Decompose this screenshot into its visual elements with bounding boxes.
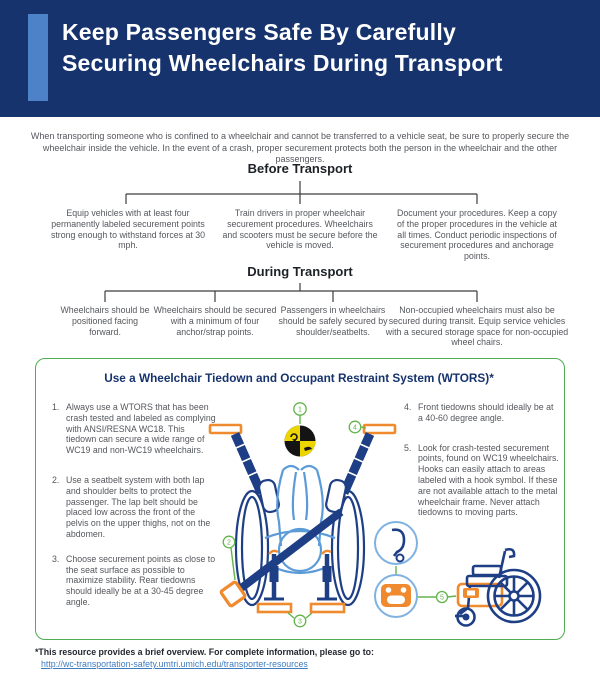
callout-5: 5 [418, 590, 457, 604]
during-transport-heading: During Transport [247, 264, 353, 279]
wtors-step-2: 2. Use a seatbelt system with both lap a… [52, 475, 216, 540]
lap-belt-strap [219, 508, 344, 608]
intro-text: When transporting someone who is confine… [30, 131, 570, 164]
svg-text:1: 1 [298, 407, 302, 414]
wtors-title: Use a Wheelchair Tiedown and Occupant Re… [104, 371, 494, 385]
front-tiedown-straps [256, 549, 346, 614]
during-item-2: Wheelchairs should be secured with a min… [153, 305, 277, 337]
footer-note: *This resource provides a brief overview… [35, 647, 374, 657]
before-item-3: Document your procedures. Keep a copy of… [397, 208, 557, 262]
wheelchair-front-illustration: 1 [208, 402, 397, 628]
wtors-step-3: 3. Choose securement points as close to … [52, 554, 216, 608]
during-transport-tree-diagram [104, 283, 478, 302]
wtors-step-1-text: Always use a WTORS that has been crash t… [66, 402, 216, 456]
callout-4: 4 [348, 420, 367, 434]
header-banner: Keep Passengers Safe By Carefully Securi… [0, 0, 600, 117]
wtors-step-1-number: 1. [52, 402, 60, 412]
wheelchair-wheels [234, 489, 366, 607]
wtors-step-5-number: 5. [404, 442, 412, 453]
during-item-4: Non-occupied wheelchairs must also be se… [385, 305, 569, 348]
page-title-line2: Securing Wheelchairs During Transport [62, 50, 503, 76]
during-item-1: Wheelchairs should be positioned facing … [60, 305, 150, 337]
wtors-step-4-number: 4. [404, 402, 412, 412]
hook-icon [374, 521, 418, 565]
before-transport-heading: Before Transport [247, 161, 353, 176]
before-transport-tree-diagram [125, 181, 478, 204]
wtors-step-5: 5. Look for crash-tested securement poin… [404, 443, 560, 519]
hook-label-icon [374, 574, 418, 618]
header-accent-bar [28, 14, 48, 101]
wtors-step-4: 4. Front tiedowns should ideally be at a… [404, 402, 560, 424]
callout-2: 2 [222, 535, 236, 581]
svg-text:2: 2 [227, 540, 231, 547]
wtors-step-2-number: 2. [52, 474, 60, 485]
wtors-right-column: 4. Front tiedowns should ideally be at a… [404, 402, 560, 518]
svg-text:4: 4 [353, 425, 357, 432]
callout-3: 3 [287, 612, 313, 628]
before-item-2: Train drivers in proper wheelchair secur… [222, 208, 378, 251]
wheelchair-armrests [258, 478, 347, 514]
wtors-step-5-text: Look for crash-tested securement points,… [418, 442, 559, 518]
wtors-step-4-text: Front tiedowns should ideally be at a 40… [418, 402, 554, 423]
crash-test-dummy-icon [284, 425, 316, 457]
page-title-line1: Keep Passengers Safe By Carefully [62, 19, 456, 45]
wtors-step-1: 1. Always use a WTORS that has been cras… [52, 402, 216, 456]
svg-text:5: 5 [440, 595, 444, 602]
wheelchair-side-icon [455, 547, 542, 627]
wtors-step-3-text: Choose securement points as close to the… [66, 553, 216, 607]
callout-1: 1 [293, 402, 307, 424]
wtors-step-3-number: 3. [52, 553, 60, 564]
wtors-left-column: 1. Always use a WTORS that has been cras… [52, 402, 216, 608]
svg-text:3: 3 [298, 619, 302, 626]
footer-resource-link[interactable]: http://wc-transportation-safety.umtri.um… [41, 659, 308, 669]
wtors-step-2-text: Use a seatbelt system with both lap and … [66, 474, 211, 539]
during-item-3: Passengers in wheelchairs should be safe… [278, 305, 388, 337]
securement-point-detail-illustration: 5 [374, 521, 542, 627]
before-item-1: Equip vehicles with at least four perman… [50, 208, 206, 251]
page-title: Keep Passengers Safe By Carefully Securi… [62, 17, 582, 79]
